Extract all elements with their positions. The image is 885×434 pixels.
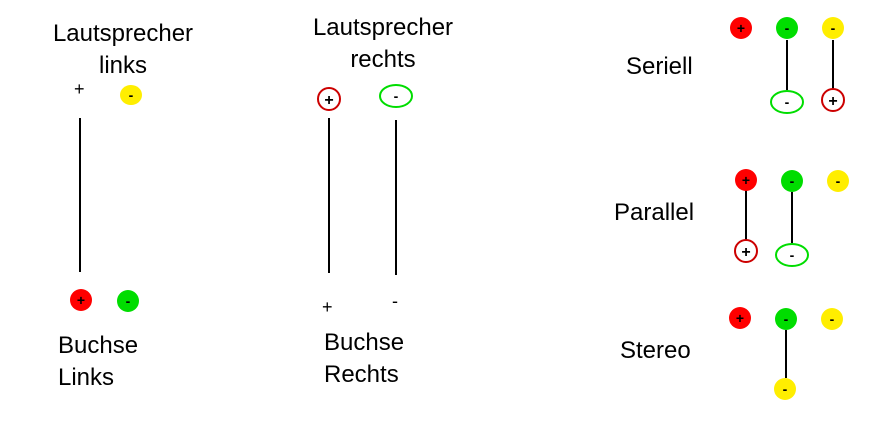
speaker-right-label-line2: rechts	[350, 46, 416, 73]
socket-left-label-line1: Buchse	[58, 332, 139, 359]
seriell-red-ring: +	[821, 88, 845, 112]
stereo-yellow-dot: -	[821, 308, 843, 330]
parallel-yellow-dot: -	[827, 170, 849, 192]
seriell-red-sign: +	[737, 20, 745, 36]
socket-right-minus-terminal: -	[392, 291, 398, 311]
socket-left-label: Buchse Links	[58, 330, 138, 394]
seriell-red-ring-sign: +	[828, 93, 837, 110]
mode-parallel-label: Parallel	[614, 199, 695, 226]
socket-left-plus-sign: +	[77, 292, 85, 308]
parallel-red-sign: +	[742, 172, 750, 188]
stereo-yellow-sign: -	[830, 311, 835, 327]
socket-left-minus-dot: -	[117, 290, 139, 312]
parallel-red-dot: +	[735, 169, 757, 191]
seriell-yellow-dot: -	[822, 17, 844, 39]
stereo-yellow-bottom-dot: -	[774, 378, 796, 400]
parallel-green-sign: -	[790, 173, 795, 189]
speaker-left-label: Lautsprecher links	[38, 18, 208, 82]
parallel-green-ring-sign: -	[790, 247, 795, 263]
parallel-green-ring: -	[775, 243, 809, 267]
speaker-left-label-line1: Lautsprecher	[52, 20, 194, 47]
socket-right-label-line1: Buchse	[324, 329, 405, 356]
parallel-yellow-sign: -	[836, 173, 841, 189]
mode-seriell-label: Seriell	[626, 53, 693, 80]
seriell-green-ring-sign: -	[785, 94, 790, 110]
seriell-yellow-sign: -	[831, 20, 836, 36]
parallel-red-ring: +	[734, 239, 758, 263]
speaker-left-minus-dot: -	[120, 85, 142, 105]
socket-right-plus-terminal: +	[322, 297, 333, 317]
stereo-red-dot: +	[729, 307, 751, 329]
speaker-left-plus-terminal: +	[74, 79, 85, 99]
seriell-red-dot: +	[730, 17, 752, 39]
mode-stereo-label: Stereo	[620, 337, 691, 364]
seriell-green-dot: -	[776, 17, 798, 39]
seriell-green-sign: -	[785, 20, 790, 36]
parallel-red-ring-sign: +	[741, 244, 750, 261]
socket-left-label-line2: Links	[58, 364, 115, 391]
socket-right-label-line2: Rechts	[324, 361, 399, 388]
speaker-left-minus-sign: -	[129, 87, 134, 103]
socket-left-plus-dot: +	[70, 289, 92, 311]
stereo-yellow-bottom-sign: -	[783, 381, 788, 397]
socket-right-label: Buchse Rechts	[324, 327, 404, 391]
speaker-right-minus-sign: -	[394, 88, 399, 104]
parallel-green-dot: -	[781, 170, 803, 192]
speaker-right-minus-ring: -	[379, 84, 413, 108]
speaker-right-label: Lautsprecher rechts	[298, 12, 468, 76]
stereo-green-sign: -	[784, 311, 789, 327]
speaker-right-plus-sign: +	[324, 92, 333, 109]
stereo-green-dot: -	[775, 308, 797, 330]
socket-left-minus-sign: -	[126, 293, 131, 309]
speaker-left-label-line2: links	[98, 52, 147, 79]
speaker-right-plus-ring: +	[317, 87, 341, 111]
seriell-green-ring: -	[770, 90, 804, 114]
stereo-red-sign: +	[736, 310, 744, 326]
speaker-right-label-line1: Lautsprecher	[312, 14, 454, 41]
